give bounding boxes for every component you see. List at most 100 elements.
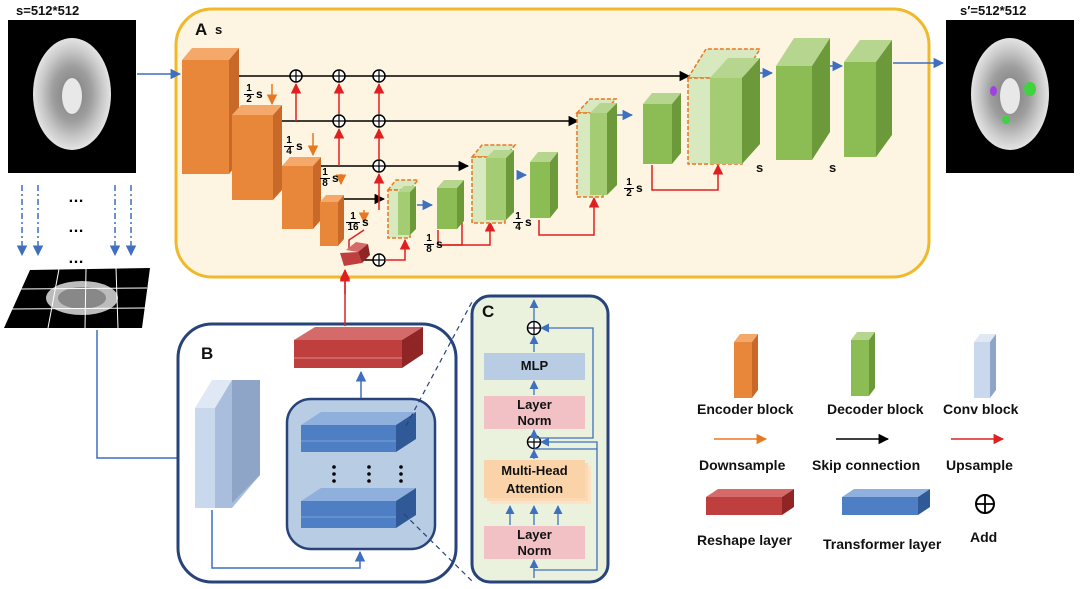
reshape-layer-b [294,327,423,368]
legend-conv-label: Conv block [943,401,1019,417]
legend-reshape-label: Reshape layer [697,532,792,548]
scale-half-encoder: 1 2 s [244,84,263,105]
fraction-var: s [256,87,263,101]
encoder-block-1 [182,48,239,174]
decoder-block-9 [844,40,892,157]
transformer-layer-b1 [301,412,416,452]
decoder-concat-3 [575,98,618,198]
scale-eighth-encoder: 1 8 s [320,168,339,189]
attention-line-1: Multi-Head [501,463,568,478]
encoder-block-3 [282,157,321,229]
output-mri-image [946,20,1074,173]
fraction-var: s [362,215,369,229]
panel-b-label: B [201,344,214,363]
scale-quarter-decoder: 1 4 s [513,212,532,233]
fraction-num: 1 [624,178,634,189]
fraction-var: s [332,171,339,185]
mlp-box [484,353,585,380]
encoder-blocks [182,48,344,246]
conv-block-b [195,380,260,508]
attention-line-2: Attention [505,481,564,496]
ellipsis-2: … [68,219,84,236]
scale-s-decoder-1: s [756,160,764,175]
fraction-den: 8 [426,244,432,255]
fraction-den: 16 [347,222,359,233]
fraction-num: 1 [513,212,523,223]
add-node-crosses [290,70,385,266]
fraction-var: s [436,237,443,251]
ellipsis-3: … [68,250,84,267]
legend-transformer-icon [842,489,930,515]
layer-norm-top-line-2: Norm [517,413,552,428]
legend-upsample-label: Upsample [946,457,1013,473]
panel-c-add-crosses [527,321,541,449]
scale-s-encoder: s [215,22,223,37]
fraction-num: 1 [424,234,434,245]
encoder-block-4 [320,195,344,246]
decoder-concat-2 [470,144,517,224]
fraction-num: 1 [346,212,360,223]
decoder-block-6 [643,93,681,164]
fraction-num: 1 [284,136,294,147]
lesion-mark [1002,116,1010,124]
scale-s-decoder-2: s [829,160,837,175]
panel-c-label: C [482,302,495,321]
legend-encoder-label: Encoder block [697,401,794,417]
input-size-label: s=512*512 [16,3,80,18]
skip-connections [232,70,691,261]
panel-b-arrows [211,370,367,569]
decoder-block-8 [776,38,830,160]
scale-half-decoder: 1 2 s [624,178,643,199]
legend-add-label: Add [970,529,998,545]
fraction-var: s [525,215,532,229]
fraction-den: 4 [286,146,292,157]
fraction-den: 8 [322,178,328,189]
input-mri-image [8,20,136,173]
vertical-dots [332,465,403,483]
transformer-layer-b2 [301,488,416,528]
layer-norm-bottom-line-2: Norm [517,543,552,558]
legend-transformer-label: Transformer layer [823,536,942,552]
legend-decoder-label: Decoder block [827,401,924,417]
layer-norm-bottom-line-1: Layer [517,527,552,542]
decoder-block-4 [530,152,558,218]
legend-encoder-icon [734,334,758,398]
scale-eighth-decoder: 1 8 s [424,234,443,255]
fraction-num: 1 [244,84,254,95]
legend-skip-label: Skip connection [812,457,921,473]
patch-grid [4,267,150,329]
layer-norm-top-line-1: Layer [517,397,552,412]
layer-norm-bottom-box [484,526,585,559]
patch-to-conv-arrow [96,330,192,464]
panel-a-label: A [195,20,208,39]
decoder-block-2 [437,180,464,229]
legend-reshape-icon [706,489,794,515]
fraction-den: 2 [626,188,632,199]
layer-norm-top-box [484,396,585,429]
lesion-mark [1024,82,1036,96]
decoder-concat-4 [686,48,762,165]
decoder-blocks [386,38,892,239]
fraction-den: 4 [515,222,521,233]
input-ventricle [62,78,82,114]
legend-add-icon [975,494,995,514]
fraction-var: s [296,139,303,153]
mlp-label: MLP [520,358,549,373]
scale-sixteenth-encoder: 1 16 s [346,212,369,233]
attention-box [484,460,585,498]
downsample-arrows [266,84,370,224]
reshape-layer-small [340,242,370,266]
output-size-label: s′=512*512 [960,3,1027,18]
upsample-arrows [290,82,724,294]
encoder-block-2 [232,105,282,200]
legend-conv-icon [974,334,996,398]
patch-arrows [16,185,137,257]
lesion-mark [990,86,997,96]
fraction-num: 1 [320,168,330,179]
legend-decoder-icon [851,332,875,396]
fraction-den: 2 [246,94,252,105]
decoder-concat-1 [386,179,420,239]
zoom-lines [403,299,474,583]
